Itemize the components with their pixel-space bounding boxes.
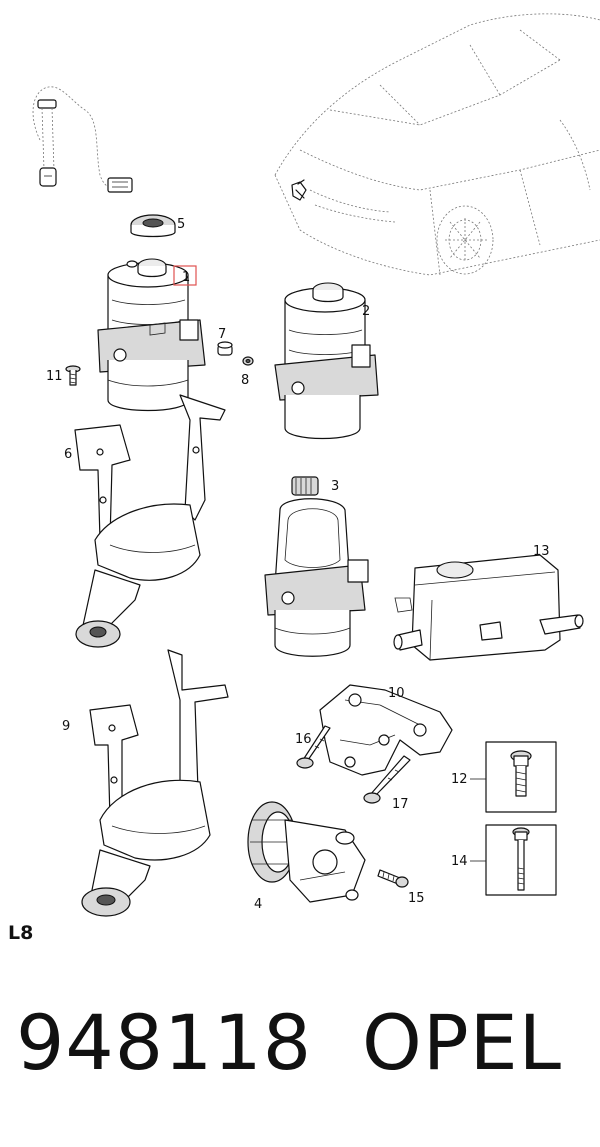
part-2-pump bbox=[274, 282, 379, 440]
callout-labels: 1 2 3 4 5 6 7 8 9 10 11 12 13 14 15 16 1… bbox=[46, 217, 550, 912]
callout-2: 2 bbox=[362, 304, 370, 319]
callout-7: 7 bbox=[218, 327, 226, 342]
part-7-fitting bbox=[217, 341, 233, 356]
callout-17: 17 bbox=[392, 797, 409, 812]
part-13-tank bbox=[393, 554, 584, 661]
part-3-reservoir-pump bbox=[264, 476, 369, 657]
callout-11: 11 bbox=[46, 369, 63, 384]
part-12-box bbox=[485, 741, 557, 813]
part-5-cap bbox=[130, 214, 176, 238]
part-9-bracket bbox=[81, 649, 229, 917]
callout-1-highlight-box bbox=[173, 265, 197, 286]
callout-12: 12 bbox=[451, 772, 468, 787]
callout-6: 6 bbox=[64, 447, 72, 462]
callout-1: 1 bbox=[182, 270, 190, 285]
callout-5: 5 bbox=[177, 217, 185, 232]
callout-13: 13 bbox=[533, 544, 550, 559]
callout-8: 8 bbox=[241, 373, 249, 388]
part-16-bolt bbox=[296, 725, 331, 769]
part-17-bolt bbox=[363, 755, 411, 804]
callout-14: 14 bbox=[451, 854, 468, 869]
leader-lines bbox=[470, 778, 486, 862]
part-15-bolt bbox=[377, 869, 409, 888]
callout-4: 4 bbox=[254, 897, 262, 912]
part-6-bracket bbox=[74, 394, 226, 648]
callout-10: 10 bbox=[388, 686, 405, 701]
car-outline bbox=[274, 13, 600, 276]
part-8-nut bbox=[242, 356, 254, 366]
sensor-harness bbox=[32, 86, 133, 193]
callout-16: 16 bbox=[295, 732, 312, 747]
callout-15: 15 bbox=[408, 891, 425, 906]
callout-3: 3 bbox=[331, 479, 339, 494]
part-number: 948118 bbox=[16, 998, 313, 1087]
part-1-pump bbox=[97, 258, 206, 412]
callout-9: 9 bbox=[62, 719, 70, 734]
part-4-belt-pump bbox=[247, 801, 366, 903]
part-10-mount bbox=[319, 684, 453, 776]
page-code: L8 bbox=[8, 922, 34, 944]
brand-name: OPEL bbox=[362, 998, 563, 1087]
part-14-box bbox=[485, 824, 557, 896]
part-11-bolt bbox=[65, 365, 81, 386]
